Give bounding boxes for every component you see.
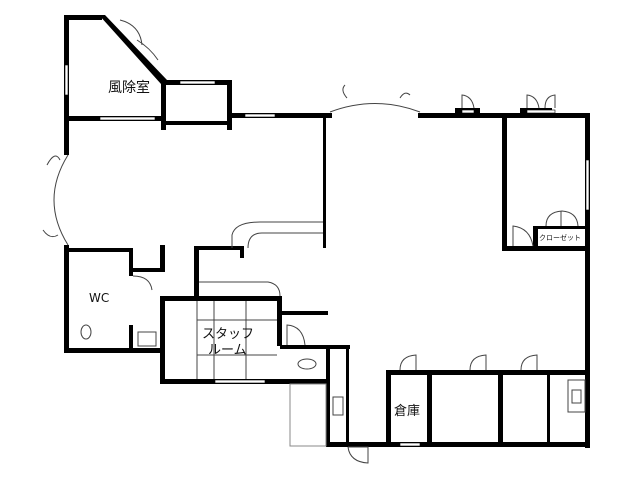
room-label-staff-2: ルーム: [208, 343, 247, 358]
room-label-storage: 倉庫: [394, 404, 420, 419]
thin-lines: [42, 19, 586, 464]
room-label-closet: クローゼット: [539, 233, 581, 242]
room-label-wc: WC: [89, 291, 109, 305]
room-label-vestibule: 風除室: [108, 79, 150, 96]
windows: [64, 64, 590, 447]
walls: [64, 15, 590, 448]
room-label-staff-1: スタッフ: [202, 327, 254, 342]
